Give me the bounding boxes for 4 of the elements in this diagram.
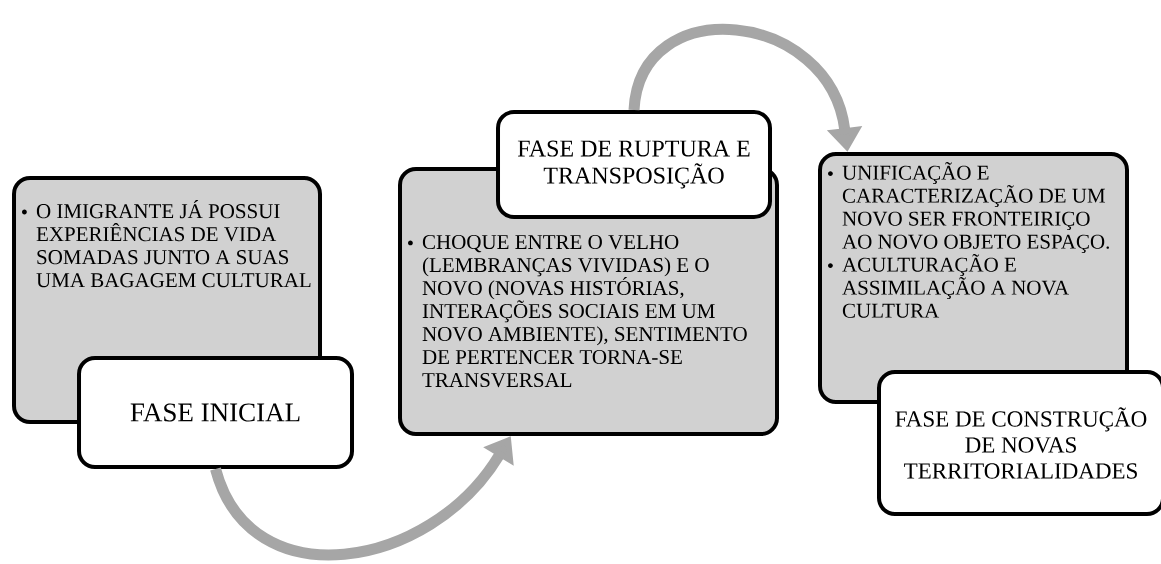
phase-title-box: FASE DE CONSTRUÇÃO DE NOVAS TERRITORIALIDADES — [877, 370, 1161, 516]
phase-title-box: FASE DE RUPTURA E TRANSPOSIÇÃO — [496, 110, 772, 219]
phase-title-box: FASE INICIAL — [77, 356, 354, 469]
phase-description-box: UNIFICAÇÃO E CARACTERIZAÇÃO DE UM NOVO SER FRONTEIRIÇO AO NOVO OBJETO ESPAÇO. ACULTURAÇÃO E ASSIMILAÇÃO A NOVA CULTURA — [818, 152, 1129, 404]
